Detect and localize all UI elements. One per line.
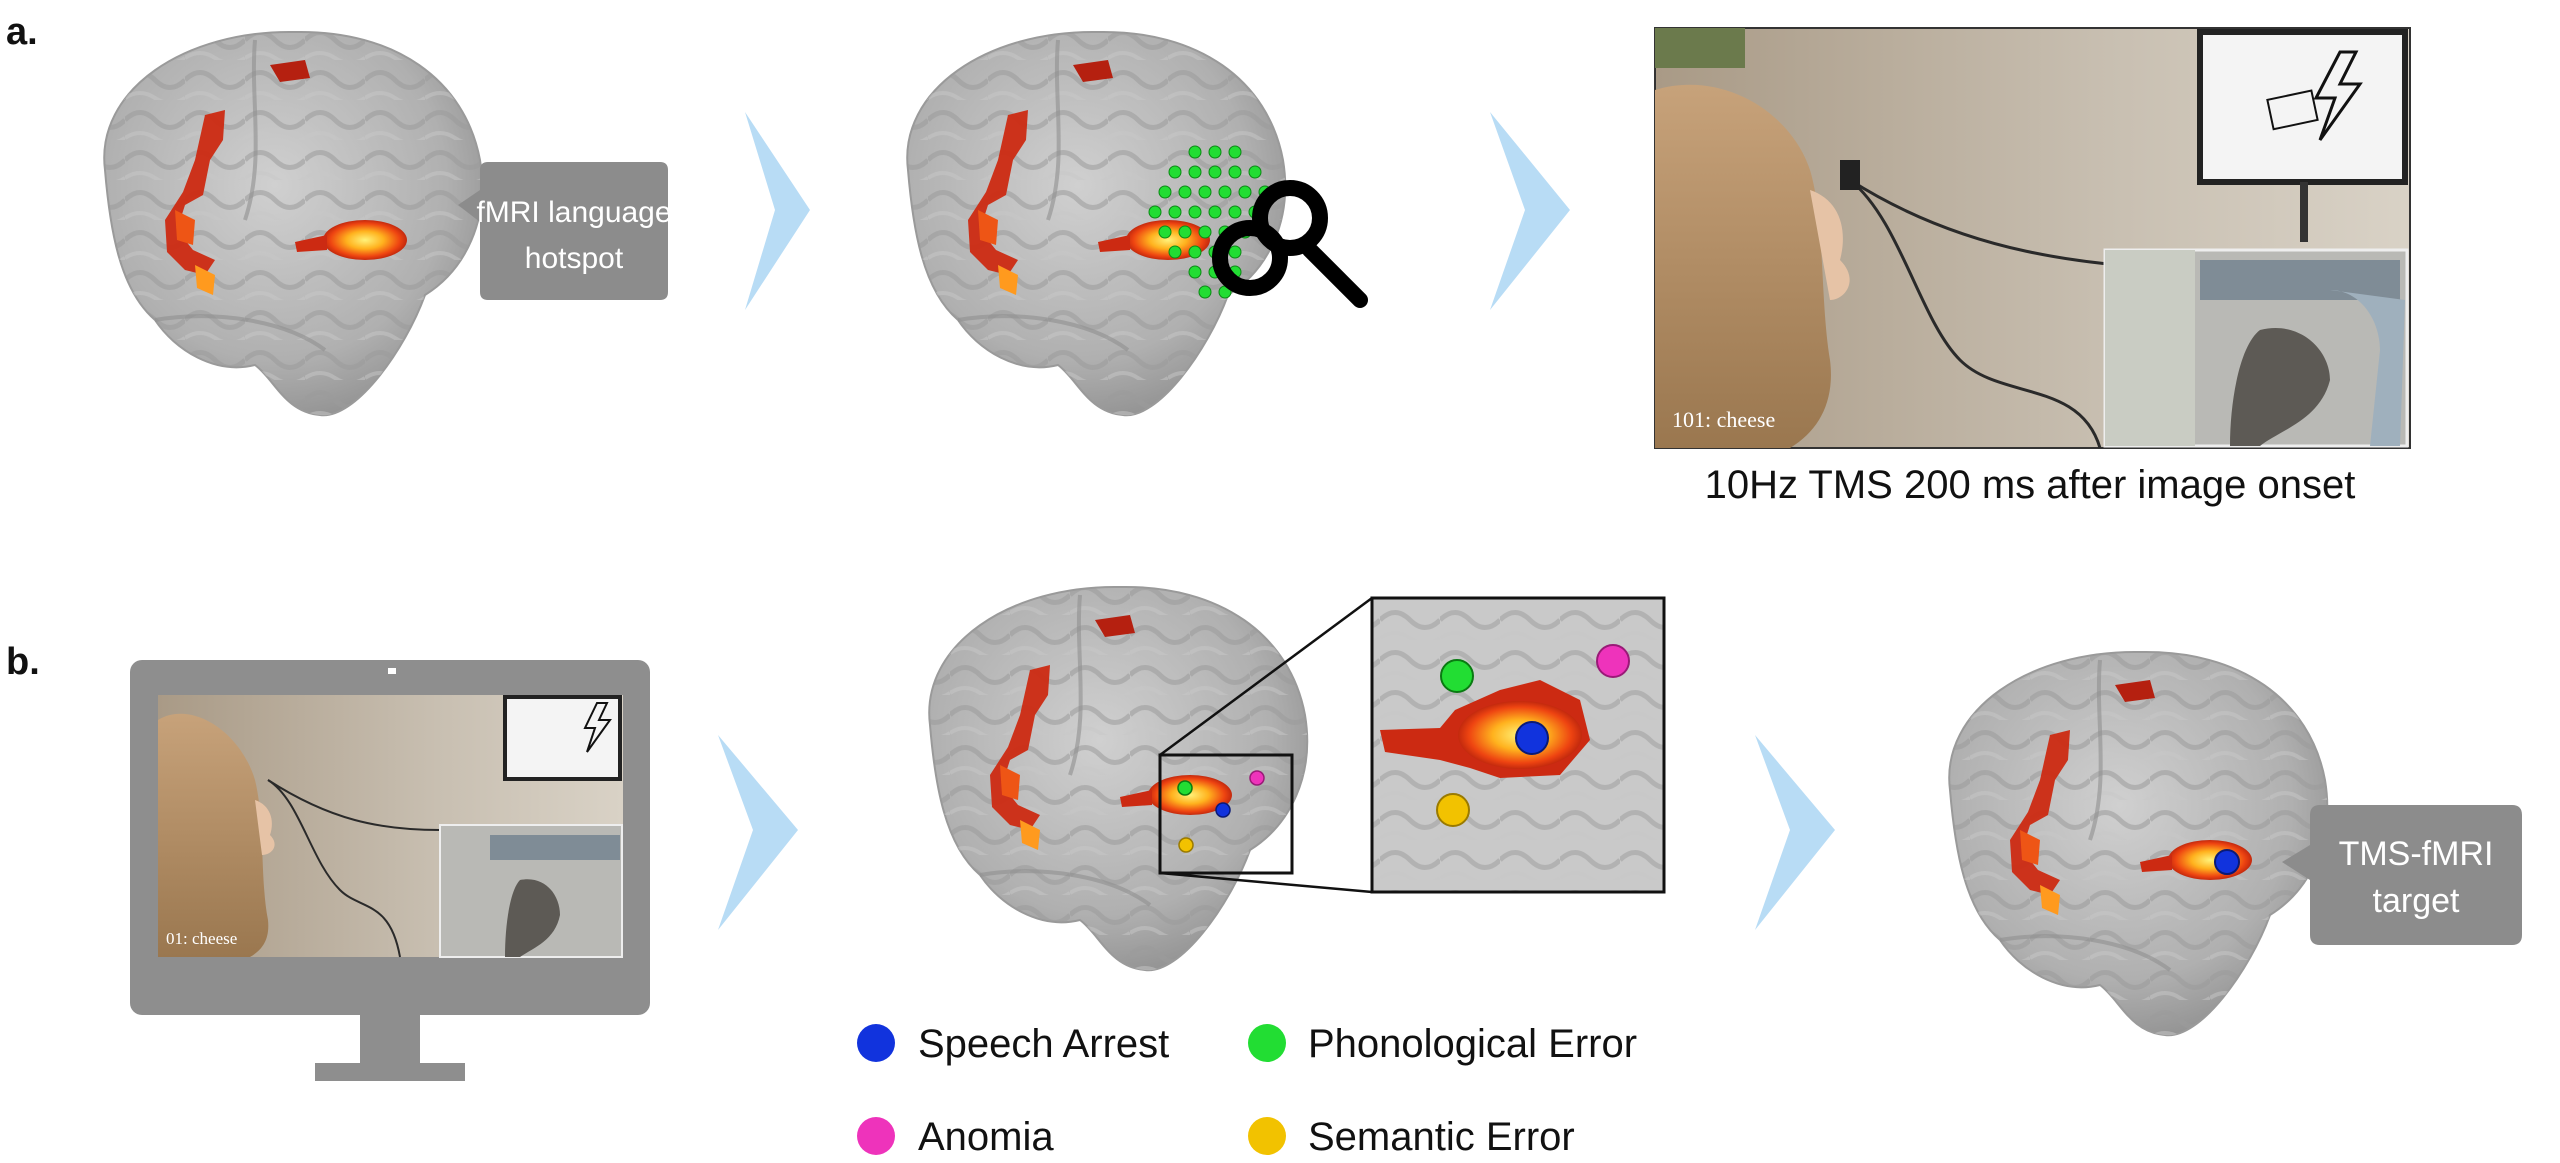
hotspot-callout-line2: hotspot — [525, 242, 624, 275]
target-callout: TMS-fMRI target — [2282, 805, 2522, 945]
tms-session-photo: 101: cheese — [1654, 27, 2411, 449]
figure-8-coil-icon — [1212, 180, 1368, 308]
panel-letter-a: a. — [6, 11, 38, 53]
legend-item-phonological-error: Phonological Error — [1248, 1022, 1637, 1066]
target-callout-line2: target — [2373, 882, 2460, 920]
legend-item-anomia: Anomia — [857, 1115, 1054, 1159]
arrow-a2 — [1490, 112, 1570, 310]
legend-item-semantic-error: Semantic Error — [1248, 1115, 1575, 1159]
brain-b2-markers — [1177, 770, 1265, 853]
arrow-a1 — [745, 112, 810, 310]
tms-caption: 10Hz TMS 200 ms after image onset — [1705, 463, 2356, 507]
zoom-line-bottom — [1159, 871, 1373, 894]
legend-item-speech-arrest: Speech Arrest — [857, 1022, 1169, 1066]
panel-letter-b: b. — [6, 641, 40, 683]
brain-a1 — [102, 29, 485, 418]
lightning-bolt-icon — [2313, 50, 2363, 141]
legend-label-anomia: Anomia — [918, 1115, 1054, 1159]
zoom-inset — [1370, 596, 1666, 894]
monitor-icon: 01: cheese — [130, 660, 650, 1081]
brain-b3 — [1947, 649, 2330, 1038]
target-callout-line1: TMS-fMRI — [2339, 835, 2494, 873]
zoom-line-top — [1159, 596, 1373, 757]
zoom-box — [1158, 753, 1294, 875]
legend: Speech Arrest Phonological Error Anomia … — [857, 1022, 1637, 1159]
legend-label-speech-arrest: Speech Arrest — [918, 1022, 1169, 1066]
legend-label-semantic-error: Semantic Error — [1308, 1115, 1575, 1159]
hotspot-callout: fMRI language hotspot — [458, 162, 672, 300]
tms-fmri-target-marker — [2214, 849, 2240, 875]
monitor-video-label: 01: cheese — [166, 929, 237, 948]
brain-a2 — [905, 29, 1288, 418]
monitor-screen-photo: 01: cheese — [158, 695, 623, 958]
tms-video-label: 101: cheese — [1672, 407, 1775, 432]
legend-label-phonological-error: Phonological Error — [1308, 1022, 1637, 1066]
hotspot-callout-line1: fMRI language — [476, 196, 671, 229]
arrow-b2 — [1755, 735, 1835, 930]
arrow-b1 — [718, 735, 798, 930]
